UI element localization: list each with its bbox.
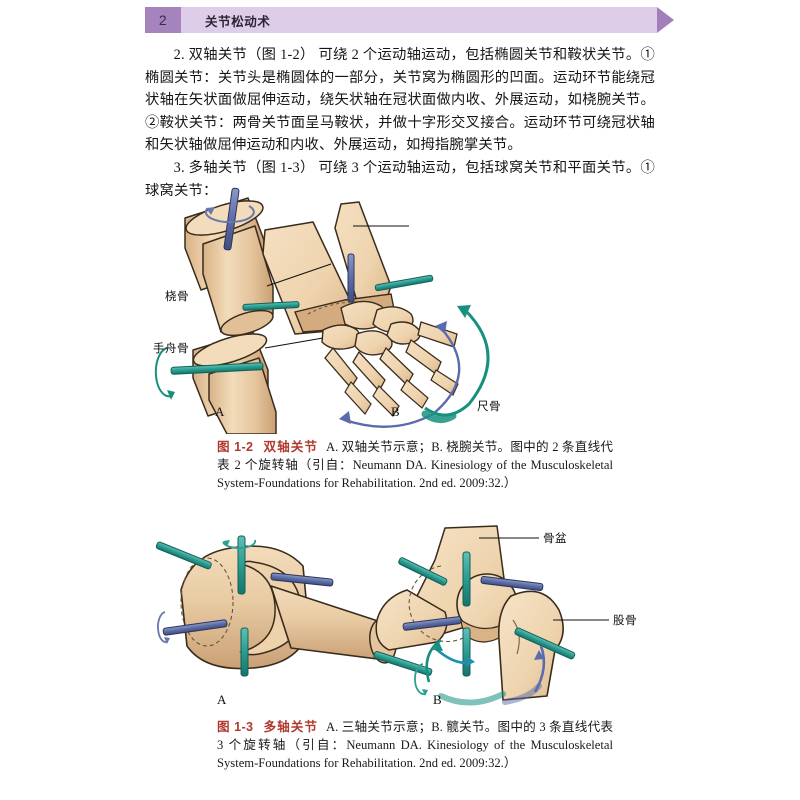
figure-1-3-panel-b-letter: B [433, 692, 442, 707]
figure-1-2-illustration [154, 187, 490, 434]
panel-a-upper-cylinder [184, 187, 274, 337]
rotation-axis-pin-longitudinal-hip [514, 627, 576, 660]
rotation-axis-pin-vertical [237, 535, 246, 595]
figure-1-2-name: 双轴关节 [263, 440, 319, 454]
panel-b-wrist-joint [242, 201, 490, 428]
chapter-title: 关节松动术 [205, 14, 271, 29]
figure-1-2-tag: 图 1-2 [217, 440, 254, 454]
figure-1-2-label-radius: 桡骨 [165, 291, 189, 303]
rotation-axis-pin-sagittal [270, 572, 334, 587]
rotation-axis-pin-vertical-lower [240, 627, 249, 677]
figure-1-3-panel-a-letter: A [217, 692, 227, 707]
figure-1-3-illustration [155, 525, 609, 706]
rotation-axis-pin-vertical [223, 187, 240, 251]
rotation-axis-pin-vertical-hip-lower [462, 627, 471, 677]
header-title-bar: 关节松动术 [181, 7, 674, 33]
rotation-axis-pin-sagittal-hip [480, 576, 544, 591]
figure-1-2-panel-b-letter: B [391, 404, 400, 419]
paragraph-multiaxial-joint: 3. 多轴关节（图 1-3） 可绕 3 个运动轴运动，包括球窝关节和平面关节。①… [145, 159, 655, 199]
panel-a-lower-cylinder [154, 331, 277, 434]
page-running-header: 2 关节松动术 [145, 7, 674, 33]
rotation-axis-pin-longitudinal [373, 651, 433, 676]
rotation-axis-pin-frontal-hip [402, 616, 462, 631]
panel-b-hip-joint [375, 525, 609, 706]
rotation-axis-pin-radius [242, 301, 300, 311]
figure-1-3-caption-text: A. 三轴关节示意；B. 髋关节。图中的 3 条直线代表 3 个旋转轴（引自：N… [217, 720, 614, 771]
figure-1-3-label-pelvis: 骨盆 [543, 533, 567, 545]
rotation-axis-pin-ulna [347, 253, 355, 303]
figure-1-3-label-femur: 股骨 [613, 615, 637, 627]
figure-1-2-panel-a-letter: A [215, 404, 225, 419]
page-number-box: 2 [145, 7, 181, 33]
rotation-axis-pin-oblique [155, 541, 212, 570]
leader-line-scaphoid [264, 337, 324, 349]
rotation-axis-pin-oblique-hip [398, 557, 448, 586]
page-number: 2 [158, 12, 168, 28]
figure-1-3-artwork: 骨盆 股骨 A B [145, 524, 657, 714]
figure-1-2-label-ulna: 尺骨 [477, 401, 501, 413]
figure-1-2-label-scaphoid: 手舟骨 [153, 343, 189, 355]
paragraph-biaxial-joint: 2. 双轴关节（图 1-2） 可绕 2 个运动轴运动，包括椭圆关节和鞍状关节。①… [145, 47, 655, 154]
rotation-axis-pin-horizontal [162, 619, 228, 636]
figure-1-2-artwork: 尺骨 桡骨 手舟骨 A B [145, 182, 657, 434]
panel-a-triaxial-model [155, 535, 433, 696]
figure-1-3-name: 多轴关节 [263, 720, 319, 734]
rotation-axis-pin-horizontal [170, 362, 264, 375]
leader-line-radius [266, 263, 332, 287]
header-arrow-icon [657, 7, 674, 33]
rotation-axis-pin-wrist [374, 274, 434, 292]
body-text-block: 2. 双轴关节（图 1-2） 可绕 2 个运动轴运动，包括椭圆关节和鞍状关节。①… [145, 44, 655, 202]
rotation-axis-pin-vertical-hip [462, 551, 471, 607]
figure-1-2-caption-text: A. 双轴关节示意；B. 桡腕关节。图中的 2 条直线代表 2 个旋转轴（引自：… [217, 440, 614, 491]
figure-1-3-tag: 图 1-3 [217, 720, 254, 734]
